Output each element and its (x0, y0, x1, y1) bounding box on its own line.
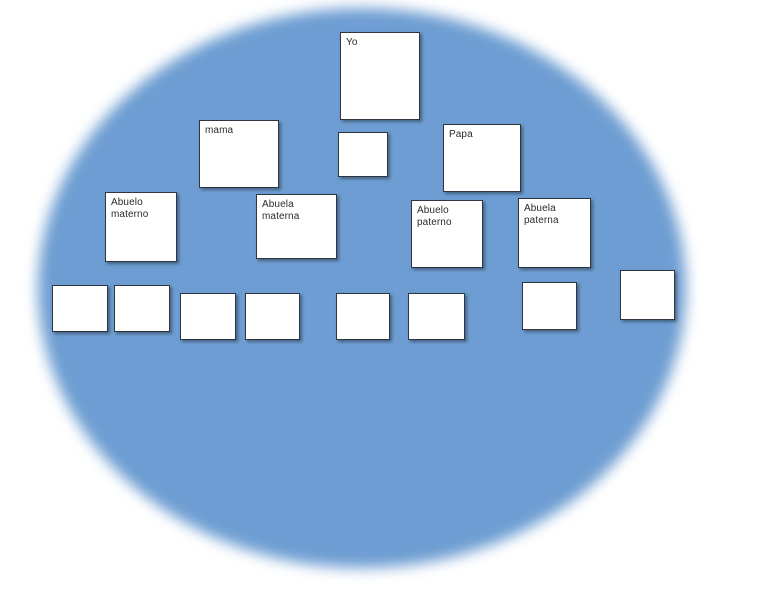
node-bisabuela-1-label (115, 286, 169, 290)
node-yo-label: Yo (346, 37, 358, 48)
node-abuelo-paterno[interactable]: Abuelo paterno (411, 200, 483, 268)
node-bisabuelo-3[interactable] (336, 293, 390, 340)
node-bisabuela-3[interactable] (408, 293, 465, 340)
node-bisabuela-4[interactable] (620, 270, 675, 320)
node-abuela-paterna[interactable]: Abuela paterna (518, 198, 591, 268)
node-abuelo-materno-label: Abuelo materno (111, 197, 149, 220)
node-bisabuelo-2[interactable] (180, 293, 236, 340)
node-papa-label: Papa (449, 129, 473, 140)
node-abuelo-paterno-label: Abuelo paterno (417, 205, 452, 228)
node-yo-sibling-label (339, 133, 387, 137)
node-bisabuela-3-label (409, 294, 464, 298)
node-papa[interactable]: Papa (443, 124, 521, 192)
node-bisabuelo-4-label (523, 283, 576, 287)
node-bisabuelo-4[interactable] (522, 282, 577, 330)
node-abuela-paterna-label: Abuela paterna (524, 203, 559, 226)
node-bisabuelo-3-label (337, 294, 389, 298)
node-mama-label: mama (205, 125, 234, 136)
node-abuelo-materno[interactable]: Abuelo materno (105, 192, 177, 262)
node-bisabuelo-1[interactable] (52, 285, 108, 332)
node-bisabuelo-2-label (181, 294, 235, 298)
node-yo-sibling[interactable] (338, 132, 388, 177)
node-bisabuela-4-label (621, 271, 674, 275)
node-mama[interactable]: mama (199, 120, 279, 188)
node-bisabuela-2[interactable] (245, 293, 300, 340)
node-bisabuelo-1-label (53, 286, 107, 290)
node-yo[interactable]: Yo (340, 32, 420, 120)
node-abuela-materna-label: Abuela materna (262, 199, 300, 222)
node-bisabuela-2-label (246, 294, 299, 298)
node-bisabuela-1[interactable] (114, 285, 170, 332)
node-abuela-materna[interactable]: Abuela materna (256, 194, 337, 259)
